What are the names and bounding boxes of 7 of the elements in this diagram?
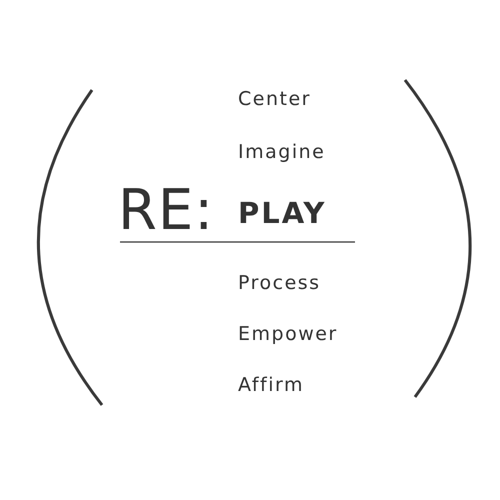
- heading-label: PLAY: [238, 199, 326, 228]
- prefix-label: RE:: [118, 183, 214, 239]
- word-label: Process: [238, 274, 321, 293]
- word-label: Imagine: [238, 143, 326, 162]
- word-label: Empower: [238, 325, 338, 344]
- word-label: Affirm: [238, 376, 304, 395]
- word-label: Center: [238, 90, 311, 109]
